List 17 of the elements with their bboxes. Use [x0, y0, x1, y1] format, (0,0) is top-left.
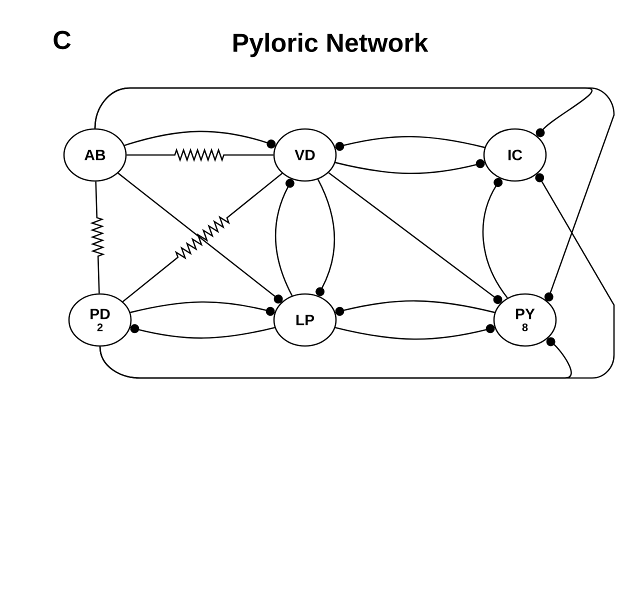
- electrical-synapse: [126, 148, 274, 162]
- synapse-line: [130, 301, 275, 316]
- synapse-line: [328, 172, 502, 304]
- synapse-line: [124, 130, 276, 149]
- synapse-line: [94, 87, 615, 302]
- synapse-line: [335, 159, 485, 174]
- synapse-line: [335, 324, 495, 340]
- synapse-line: [335, 300, 495, 316]
- electrical-synapse: [90, 182, 105, 294]
- panel-letter: C: [54, 30, 71, 50]
- synapse-line: [99, 173, 615, 379]
- synapse-line: [274, 178, 294, 296]
- synapse-line: [482, 178, 508, 298]
- title: Pyloric Network: [234, 32, 428, 58]
- synapse-line: [316, 179, 336, 296]
- synapse-line: [130, 324, 275, 339]
- synapse-line: [335, 136, 485, 151]
